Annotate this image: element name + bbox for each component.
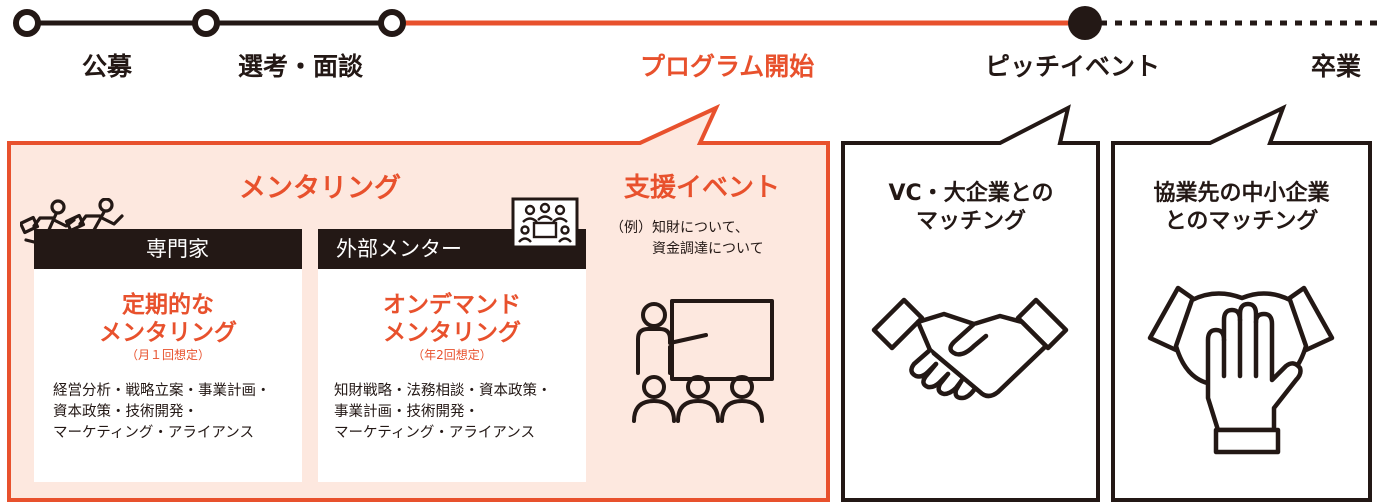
expert-card-title-1: 定期的な: [122, 292, 214, 318]
mentoring-title: メンタリング: [239, 173, 401, 204]
stage-apply: 公募: [82, 52, 133, 81]
timeline-node-apply: [13, 9, 41, 37]
external-mentor-card: オンデマンド メンタリング （年2回想定） 知財戦略・法務相談・資本政策・ 事業…: [318, 269, 586, 482]
external-card-title-2: メンタリング: [383, 320, 521, 346]
stage-graduation: 卒業: [1311, 52, 1362, 81]
timeline-node-program-start: [378, 9, 406, 37]
pitch-panel: [841, 104, 1100, 502]
stacked-hands-icon: [1147, 285, 1335, 455]
grad-panel-line-2: とのマッチング: [1164, 209, 1319, 234]
pitch-panel-line-1: VC・大企業との: [888, 181, 1054, 206]
expert-card-title-2: メンタリング: [99, 320, 237, 346]
handshake-icon: [871, 297, 1069, 401]
seminar-icon: [632, 299, 774, 423]
support-event-title: 支援イベント: [623, 173, 780, 203]
stage-selection: 選考・面談: [238, 52, 364, 81]
expert-tag-label: 専門家: [146, 237, 209, 261]
support-event-example: （例）知財について、 資金調達について: [610, 220, 764, 257]
expert-card-desc: 経営分析・戦略立案・事業計画・ 資本政策・技術開発・ マーケティング・アライアン…: [53, 383, 271, 441]
stage-program-start: プログラム開始: [640, 52, 815, 81]
pitch-panel-line-2: マッチング: [915, 209, 1026, 234]
external-mentor-tag-label: 外部メンター: [336, 237, 462, 261]
external-card-title-1: オンデマンド: [383, 292, 521, 318]
grad-panel-line-1: 協業先の中小企業: [1153, 181, 1330, 206]
video-meeting-icon: [511, 197, 579, 259]
external-card-note: （年2回想定）: [412, 348, 492, 362]
expert-card: 定期的な メンタリング （月１回想定） 経営分析・戦略立案・事業計画・ 資本政策…: [34, 269, 302, 482]
stage-pitch: ピッチイベント: [985, 52, 1161, 81]
expert-tag: 専門家: [34, 229, 302, 269]
external-card-desc: 知財戦略・法務相談・資本政策・ 事業計画・技術開発・ マーケティング・アライアン…: [334, 383, 552, 441]
expert-card-note: （月１回想定）: [125, 348, 210, 362]
timeline-node-pitch: [1068, 6, 1102, 40]
timeline: [13, 6, 1381, 40]
timeline-node-selection: [192, 9, 220, 37]
